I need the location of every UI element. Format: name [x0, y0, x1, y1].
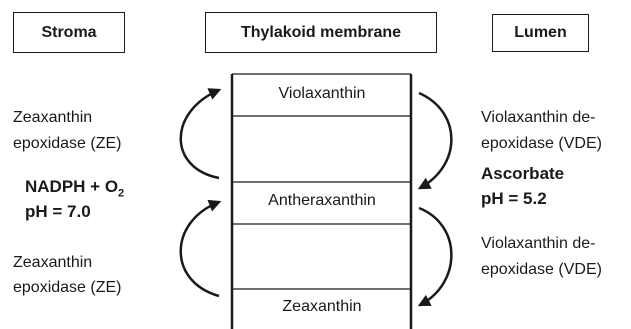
stroma-condition-reagent: NADPH + O — [25, 177, 119, 196]
lumen-enzyme-top-line2: epoxidase (VDE) — [481, 135, 602, 152]
thylakoid-membrane-header: Thylakoid membrane — [205, 12, 437, 53]
lumen-condition-ph: pH = 5.2 — [481, 189, 547, 208]
pigment-violaxanthin: Violaxanthin — [278, 85, 366, 102]
pigment-antheraxanthin: Antheraxanthin — [268, 192, 376, 209]
arrow-antheraxanthin-to-zeaxanthin — [417, 206, 453, 307]
stroma-enzyme-bottom-line1: Zeaxanthin — [13, 254, 93, 271]
pigment-zeaxanthin: Zeaxanthin — [282, 298, 362, 315]
stroma-condition-ph: pH = 7.0 — [25, 202, 91, 221]
lumen-header: Lumen — [492, 14, 589, 52]
arrow-antheraxanthin-to-violaxanthin — [179, 88, 222, 180]
lumen-enzyme-bottom-line1: Violaxanthin de- — [481, 235, 596, 252]
stroma-condition-subscript: 2 — [118, 187, 125, 200]
stroma-enzyme-bottom-line2: epoxidase (ZE) — [13, 279, 122, 296]
lumen-enzyme-top-line1: Violaxanthin de- — [481, 109, 596, 126]
stroma-enzyme-top-line2: epoxidase (ZE) — [13, 135, 122, 152]
lumen-condition-ascorbate: Ascorbate — [481, 164, 565, 183]
stroma-header: Stroma — [13, 12, 125, 53]
stroma-condition-line1: NADPH + O2 — [25, 176, 124, 204]
stroma-enzyme-top-line1: Zeaxanthin — [13, 109, 93, 126]
arrow-zeaxanthin-to-antheraxanthin — [179, 199, 222, 298]
arrow-violaxanthin-to-antheraxanthin — [417, 91, 453, 190]
lumen-enzyme-bottom-line2: epoxidase (VDE) — [481, 261, 602, 278]
